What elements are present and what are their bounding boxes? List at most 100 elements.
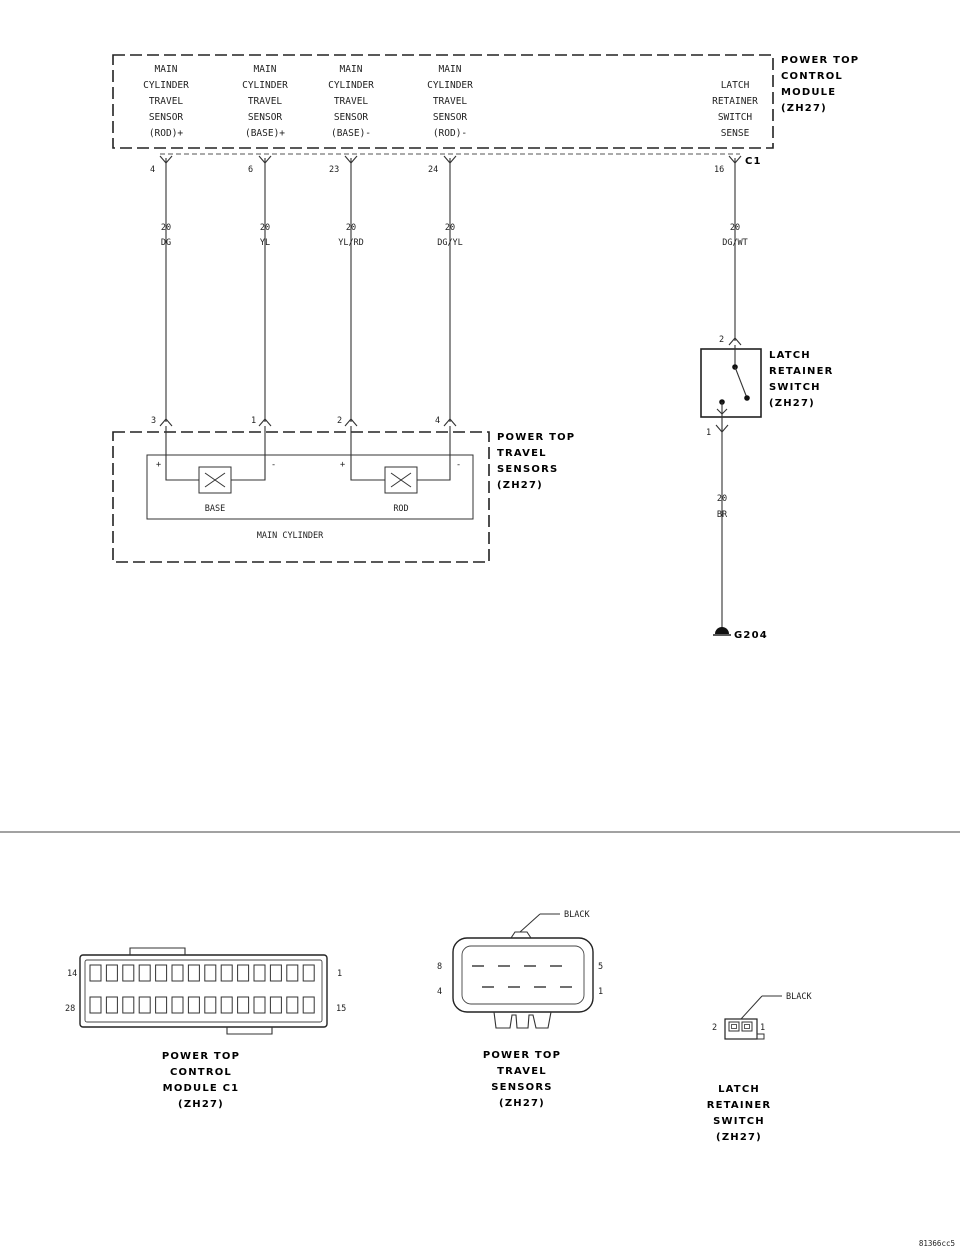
module-name-line1: POWER TOP: [781, 55, 859, 66]
polarity-mark: +: [156, 460, 161, 470]
sensor-pin-number: 3: [151, 416, 156, 426]
main-cylinder-label: MAIN CYLINDER: [257, 531, 324, 541]
wire-yl-rd: 23 20 YL/RD 2: [329, 155, 364, 427]
travel-sensors-outline: [112, 431, 490, 563]
cavity: [89, 964, 102, 982]
connector-chevron: [344, 418, 358, 427]
pin-label-line: (ROD)-: [433, 128, 467, 139]
wire-color: YL: [260, 238, 270, 248]
wire-gauge: 20: [730, 223, 740, 233]
cavity: [237, 996, 250, 1014]
module-pin-label-rod-plus: MAIN CYLINDER TRAVEL SENSOR (ROD)+: [143, 64, 189, 139]
pin-label-line: TRAVEL: [334, 96, 369, 107]
switch-contact: [744, 395, 750, 401]
cavity: [171, 964, 184, 982]
pin-label-line: TRAVEL: [149, 96, 184, 107]
pin-28-label: 28: [65, 1004, 75, 1014]
cavity: [105, 996, 118, 1014]
ls-caption-line1: LATCH: [718, 1084, 760, 1095]
ls-caption-line4: (ZH27): [716, 1132, 762, 1143]
pin-label-line: (BASE)+: [245, 128, 285, 139]
base-sensor-label: BASE: [205, 504, 225, 514]
cavity: [155, 964, 168, 982]
module-pin-number: 6: [248, 165, 253, 175]
pin-label-line: CYLINDER: [427, 80, 473, 91]
pin-label-line: MAIN: [155, 64, 178, 75]
pin-8-label: 8: [437, 962, 442, 972]
c1-caption-line1: POWER TOP: [162, 1051, 240, 1062]
base-lead-plus: [165, 426, 199, 481]
connector-chevron: [728, 337, 742, 346]
cavity: [220, 964, 233, 982]
rod-lead-minus: [417, 426, 451, 481]
module-c1-shell: [79, 954, 328, 1028]
control-module: POWER TOP CONTROL MODULE (ZH27) C1 MAIN …: [112, 54, 859, 167]
polarity-mark: +: [340, 460, 345, 470]
cavity: [269, 996, 282, 1014]
pin-label-line: MAIN: [340, 64, 363, 75]
ground-wire-gauge: 20: [717, 494, 727, 504]
module-name-line4: (ZH27): [781, 103, 827, 114]
ground-label: G204: [734, 630, 768, 641]
pin-label-line: (BASE)-: [331, 128, 371, 139]
polarity-mark: -: [271, 460, 276, 470]
module-pin-number: 24: [428, 165, 438, 175]
pin-label-line: (ROD)+: [149, 128, 184, 139]
sensor-pin-number: 2: [337, 416, 342, 426]
ts-caption-line4: (ZH27): [499, 1098, 545, 1109]
cavity: [253, 996, 266, 1014]
cavity: [220, 996, 233, 1014]
cavity: [237, 964, 250, 982]
pin-label-line: SENSOR: [248, 112, 283, 123]
pin-label-line: LATCH: [721, 80, 750, 91]
pin-label-line: MAIN: [254, 64, 277, 75]
pin-label-line: CYLINDER: [242, 80, 288, 91]
pin-5-label: 5: [598, 962, 603, 972]
connector-chevron: [159, 418, 173, 427]
switch-name-line2: RETAINER: [769, 366, 834, 377]
switch-pin-top: 2: [719, 335, 724, 345]
pin-1-label: 1: [337, 969, 342, 979]
cavity: [89, 996, 102, 1014]
pin-label-line: SENSOR: [433, 112, 468, 123]
cavity: [122, 964, 135, 982]
ts-caption-line1: POWER TOP: [483, 1050, 561, 1061]
switch-pin-bottom: 1: [706, 428, 711, 438]
pin-label-line: CYLINDER: [143, 80, 189, 91]
pin-15-label: 15: [336, 1004, 346, 1014]
sensor-pin-number: 1: [251, 416, 256, 426]
travel-sensors-shell: [452, 937, 594, 1013]
travel-sensors-latch: [493, 1011, 552, 1029]
rod-lead-plus: [350, 426, 385, 481]
pin-label-line: TRAVEL: [433, 96, 468, 107]
sensors-name-line2: TRAVEL: [497, 448, 547, 459]
base-sensor-element: [198, 466, 232, 494]
wire-gauge: 20: [445, 223, 455, 233]
module-pin-number: 23: [329, 165, 339, 175]
module-pin-label-base-minus: MAIN CYLINDER TRAVEL SENSOR (BASE)-: [328, 64, 374, 139]
cavity: [105, 964, 118, 982]
cavity: [269, 964, 282, 982]
sensors-name-line3: SENSORS: [497, 464, 558, 475]
pin-label-line: MAIN: [439, 64, 462, 75]
pin-14-label: 14: [67, 969, 77, 979]
pin-label-line: CYLINDER: [328, 80, 374, 91]
cavity: [253, 964, 266, 982]
latch-switch-color-label: BLACK: [786, 992, 812, 1002]
cavity: [286, 964, 299, 982]
wire-color: DG: [161, 238, 171, 248]
pin-label-line: SWITCH: [718, 112, 753, 123]
connector-view-latch-switch: BLACK 2 1 LATCH RETAINER SWITCH (ZH27): [707, 992, 813, 1143]
module-pin-label-latch-sense: LATCH RETAINER SWITCH SENSE: [712, 80, 758, 139]
pin-label-line: SENSOR: [334, 112, 369, 123]
ts-caption-line3: SENSORS: [491, 1082, 552, 1093]
rod-sensor-label: ROD: [393, 504, 408, 514]
cavity: [286, 996, 299, 1014]
wire-gauge: 20: [161, 223, 171, 233]
module-pin-number: 16: [714, 165, 724, 175]
module-c1-cavities: [89, 964, 315, 1014]
c1-caption-line2: CONTROL: [170, 1067, 232, 1078]
polarity-mark: -: [456, 460, 461, 470]
pin-2-label: 2: [712, 1023, 717, 1033]
